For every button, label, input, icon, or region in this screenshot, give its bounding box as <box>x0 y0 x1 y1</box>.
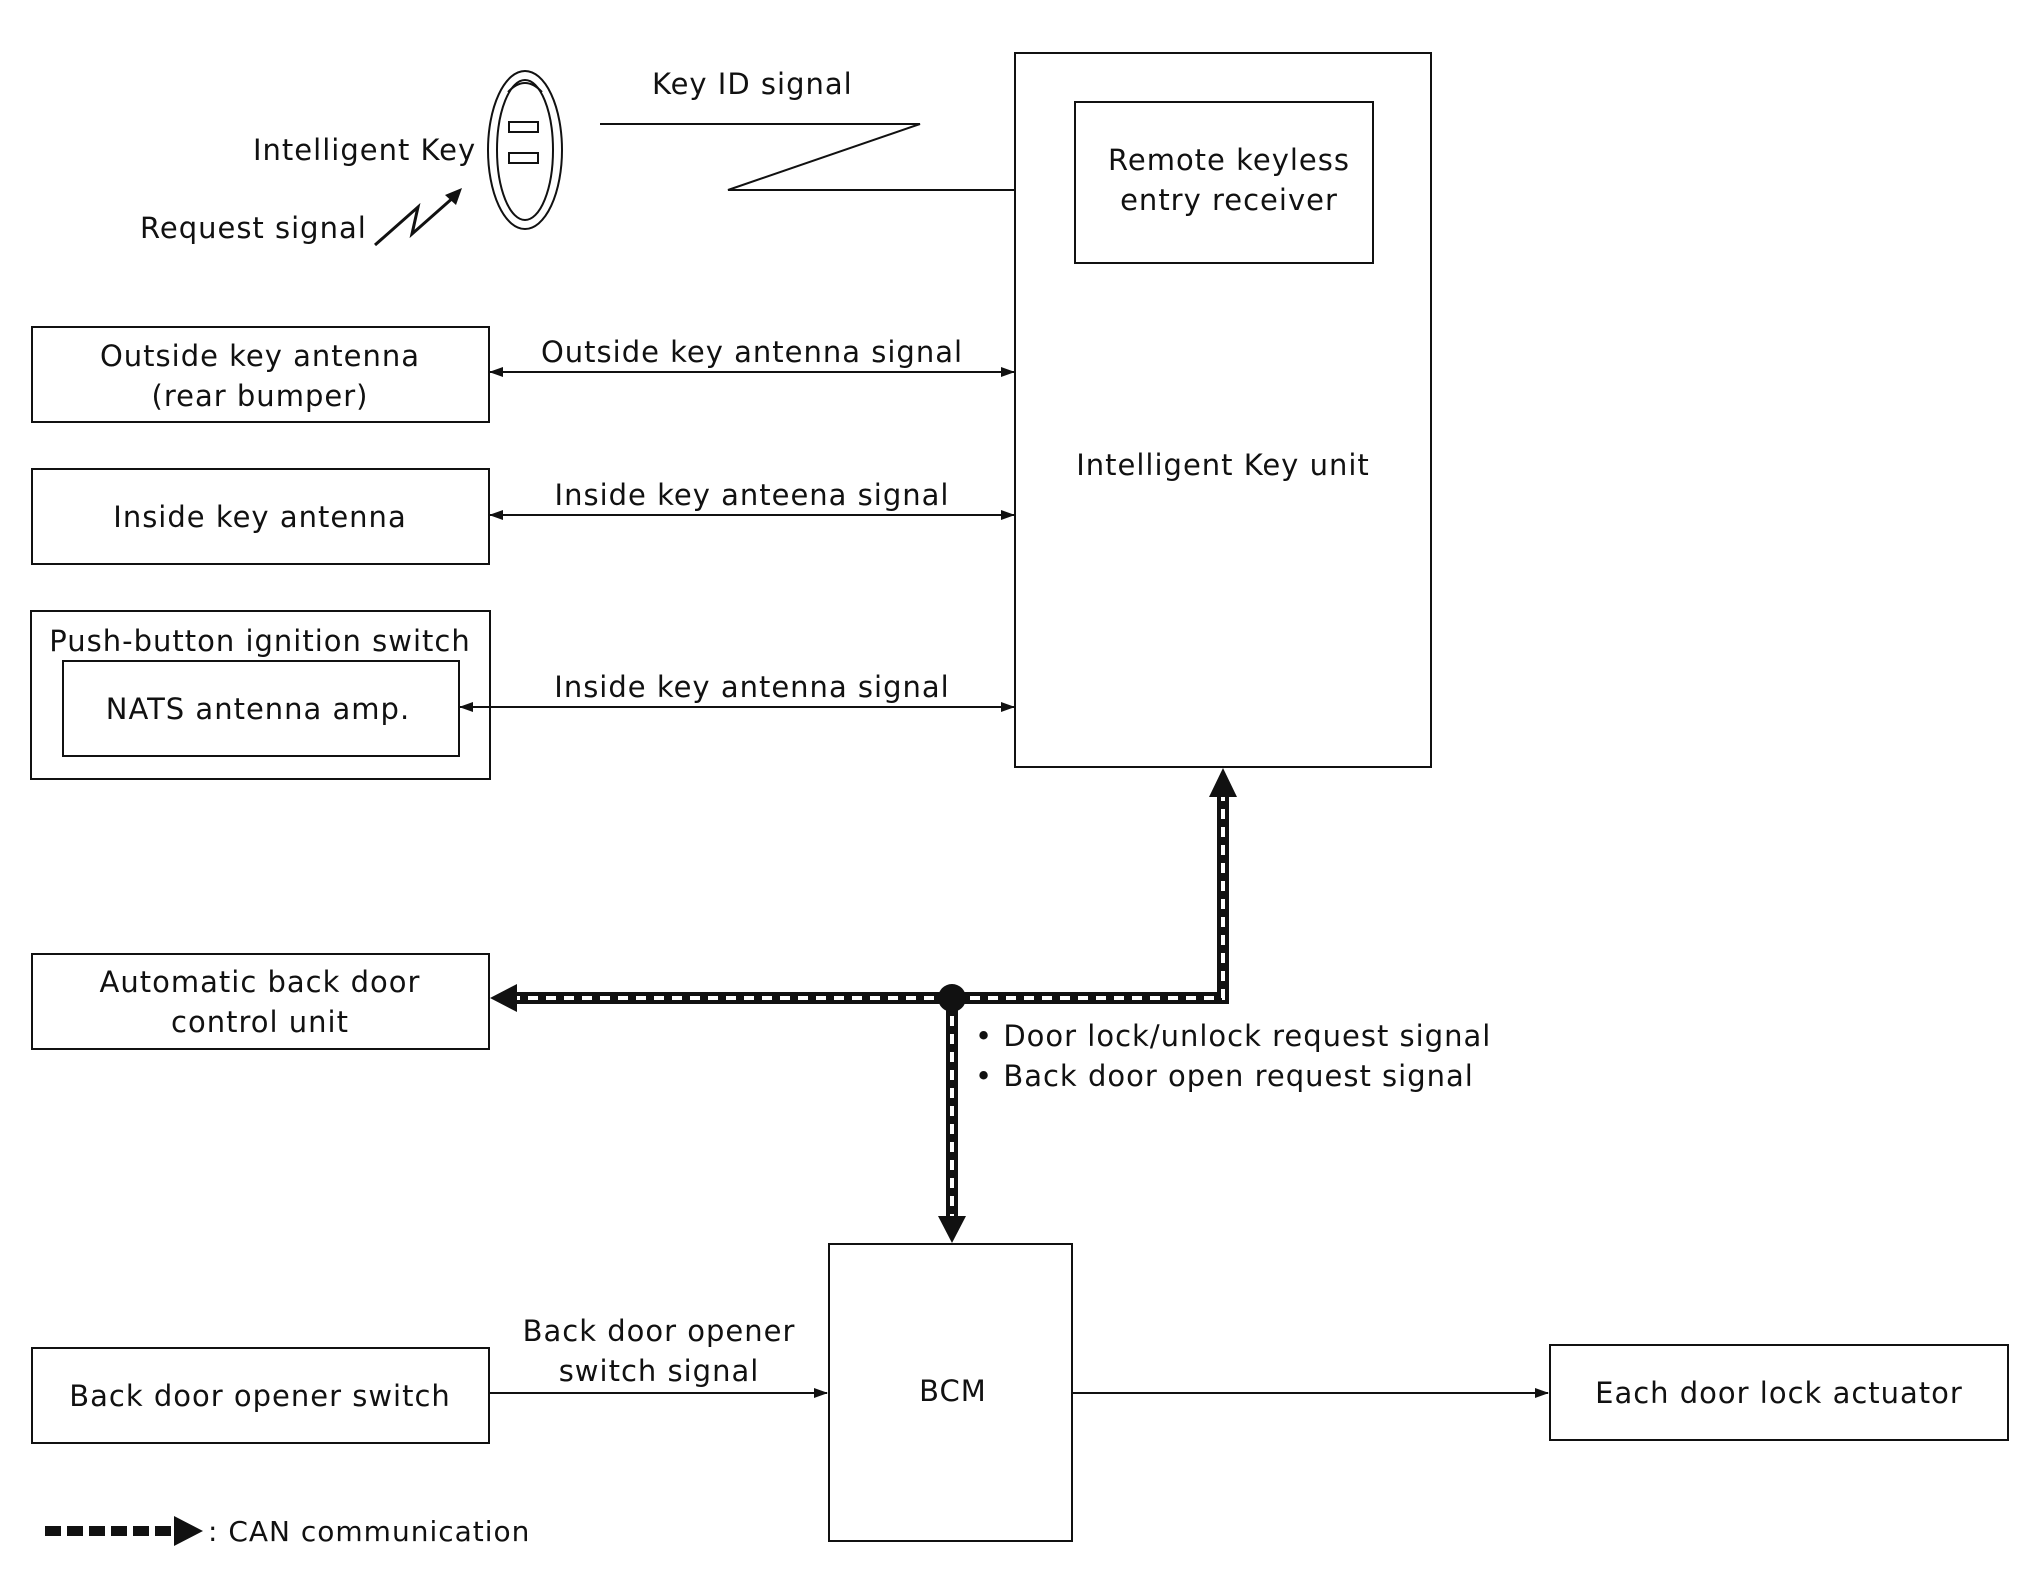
can-message-door-lock: • Door lock/unlock request signal <box>975 1019 1491 1053</box>
back-door-opener-switch-label: Back door opener switch <box>69 1379 451 1413</box>
can-message-back-door-open: • Back door open request signal <box>975 1059 1474 1093</box>
bcm-box <box>828 1243 1073 1542</box>
each-door-lock-actuator-label: Each door lock actuator <box>1595 1376 1963 1410</box>
legend-can-icon <box>45 1516 203 1546</box>
can-arrow-up-icon <box>1209 768 1237 797</box>
back-door-opener-switch-signal-label-line1: Back door opener <box>523 1314 796 1348</box>
rke-receiver-box <box>1074 101 1374 264</box>
can-arrow-left-icon <box>490 984 517 1012</box>
key-id-signal-line <box>600 123 1076 195</box>
each-door-lock-actuator-box <box>1549 1344 2009 1441</box>
nats-antenna-amp-label: NATS antenna amp. <box>106 692 410 726</box>
can-bus <box>490 768 1237 1243</box>
request-signal-zigzag-icon <box>374 188 462 247</box>
automatic-back-door-label-line1: Automatic back door <box>100 965 421 999</box>
outside-key-antenna-label-line2: (rear bumper) <box>152 379 369 413</box>
automatic-back-door-box <box>31 953 490 1050</box>
outside-key-antenna-label-line1: Outside key antenna <box>100 339 420 373</box>
outside-key-antenna-signal-label: Outside key antenna signal <box>541 335 963 369</box>
intelligent-key-unit-label: Intelligent Key unit <box>1076 448 1370 482</box>
outside-key-antenna-box <box>31 326 490 423</box>
inside-key-antenna-box <box>31 468 490 565</box>
nats-antenna-amp-box <box>62 660 460 757</box>
push-button-ignition-switch-label: Push-button ignition switch <box>49 624 470 658</box>
can-junction-dot <box>938 984 966 1012</box>
automatic-back-door-label-line2: control unit <box>171 1005 349 1039</box>
inside-key-antenna-signal-label: Inside key antenna signal <box>554 670 949 704</box>
intelligent-key-label: Intelligent Key <box>253 133 476 167</box>
inside-key-antenna-label: Inside key antenna <box>113 500 406 534</box>
legend-can-label: : CAN communication <box>208 1515 530 1548</box>
back-door-opener-switch-signal-label-line2: switch signal <box>559 1354 760 1388</box>
intelligent-key-fob-icon <box>487 70 563 230</box>
rke-receiver-label-line2: entry receiver <box>1120 183 1338 217</box>
request-signal-label: Request signal <box>140 211 367 245</box>
can-arrow-down-icon <box>938 1216 966 1243</box>
bcm-label: BCM <box>919 1374 987 1408</box>
inside-key-anteena-signal-label: Inside key anteena signal <box>555 478 950 512</box>
rke-receiver-label-line1: Remote keyless <box>1108 143 1350 177</box>
key-id-signal-label: Key ID signal <box>652 67 853 101</box>
back-door-opener-switch-box <box>31 1347 490 1444</box>
